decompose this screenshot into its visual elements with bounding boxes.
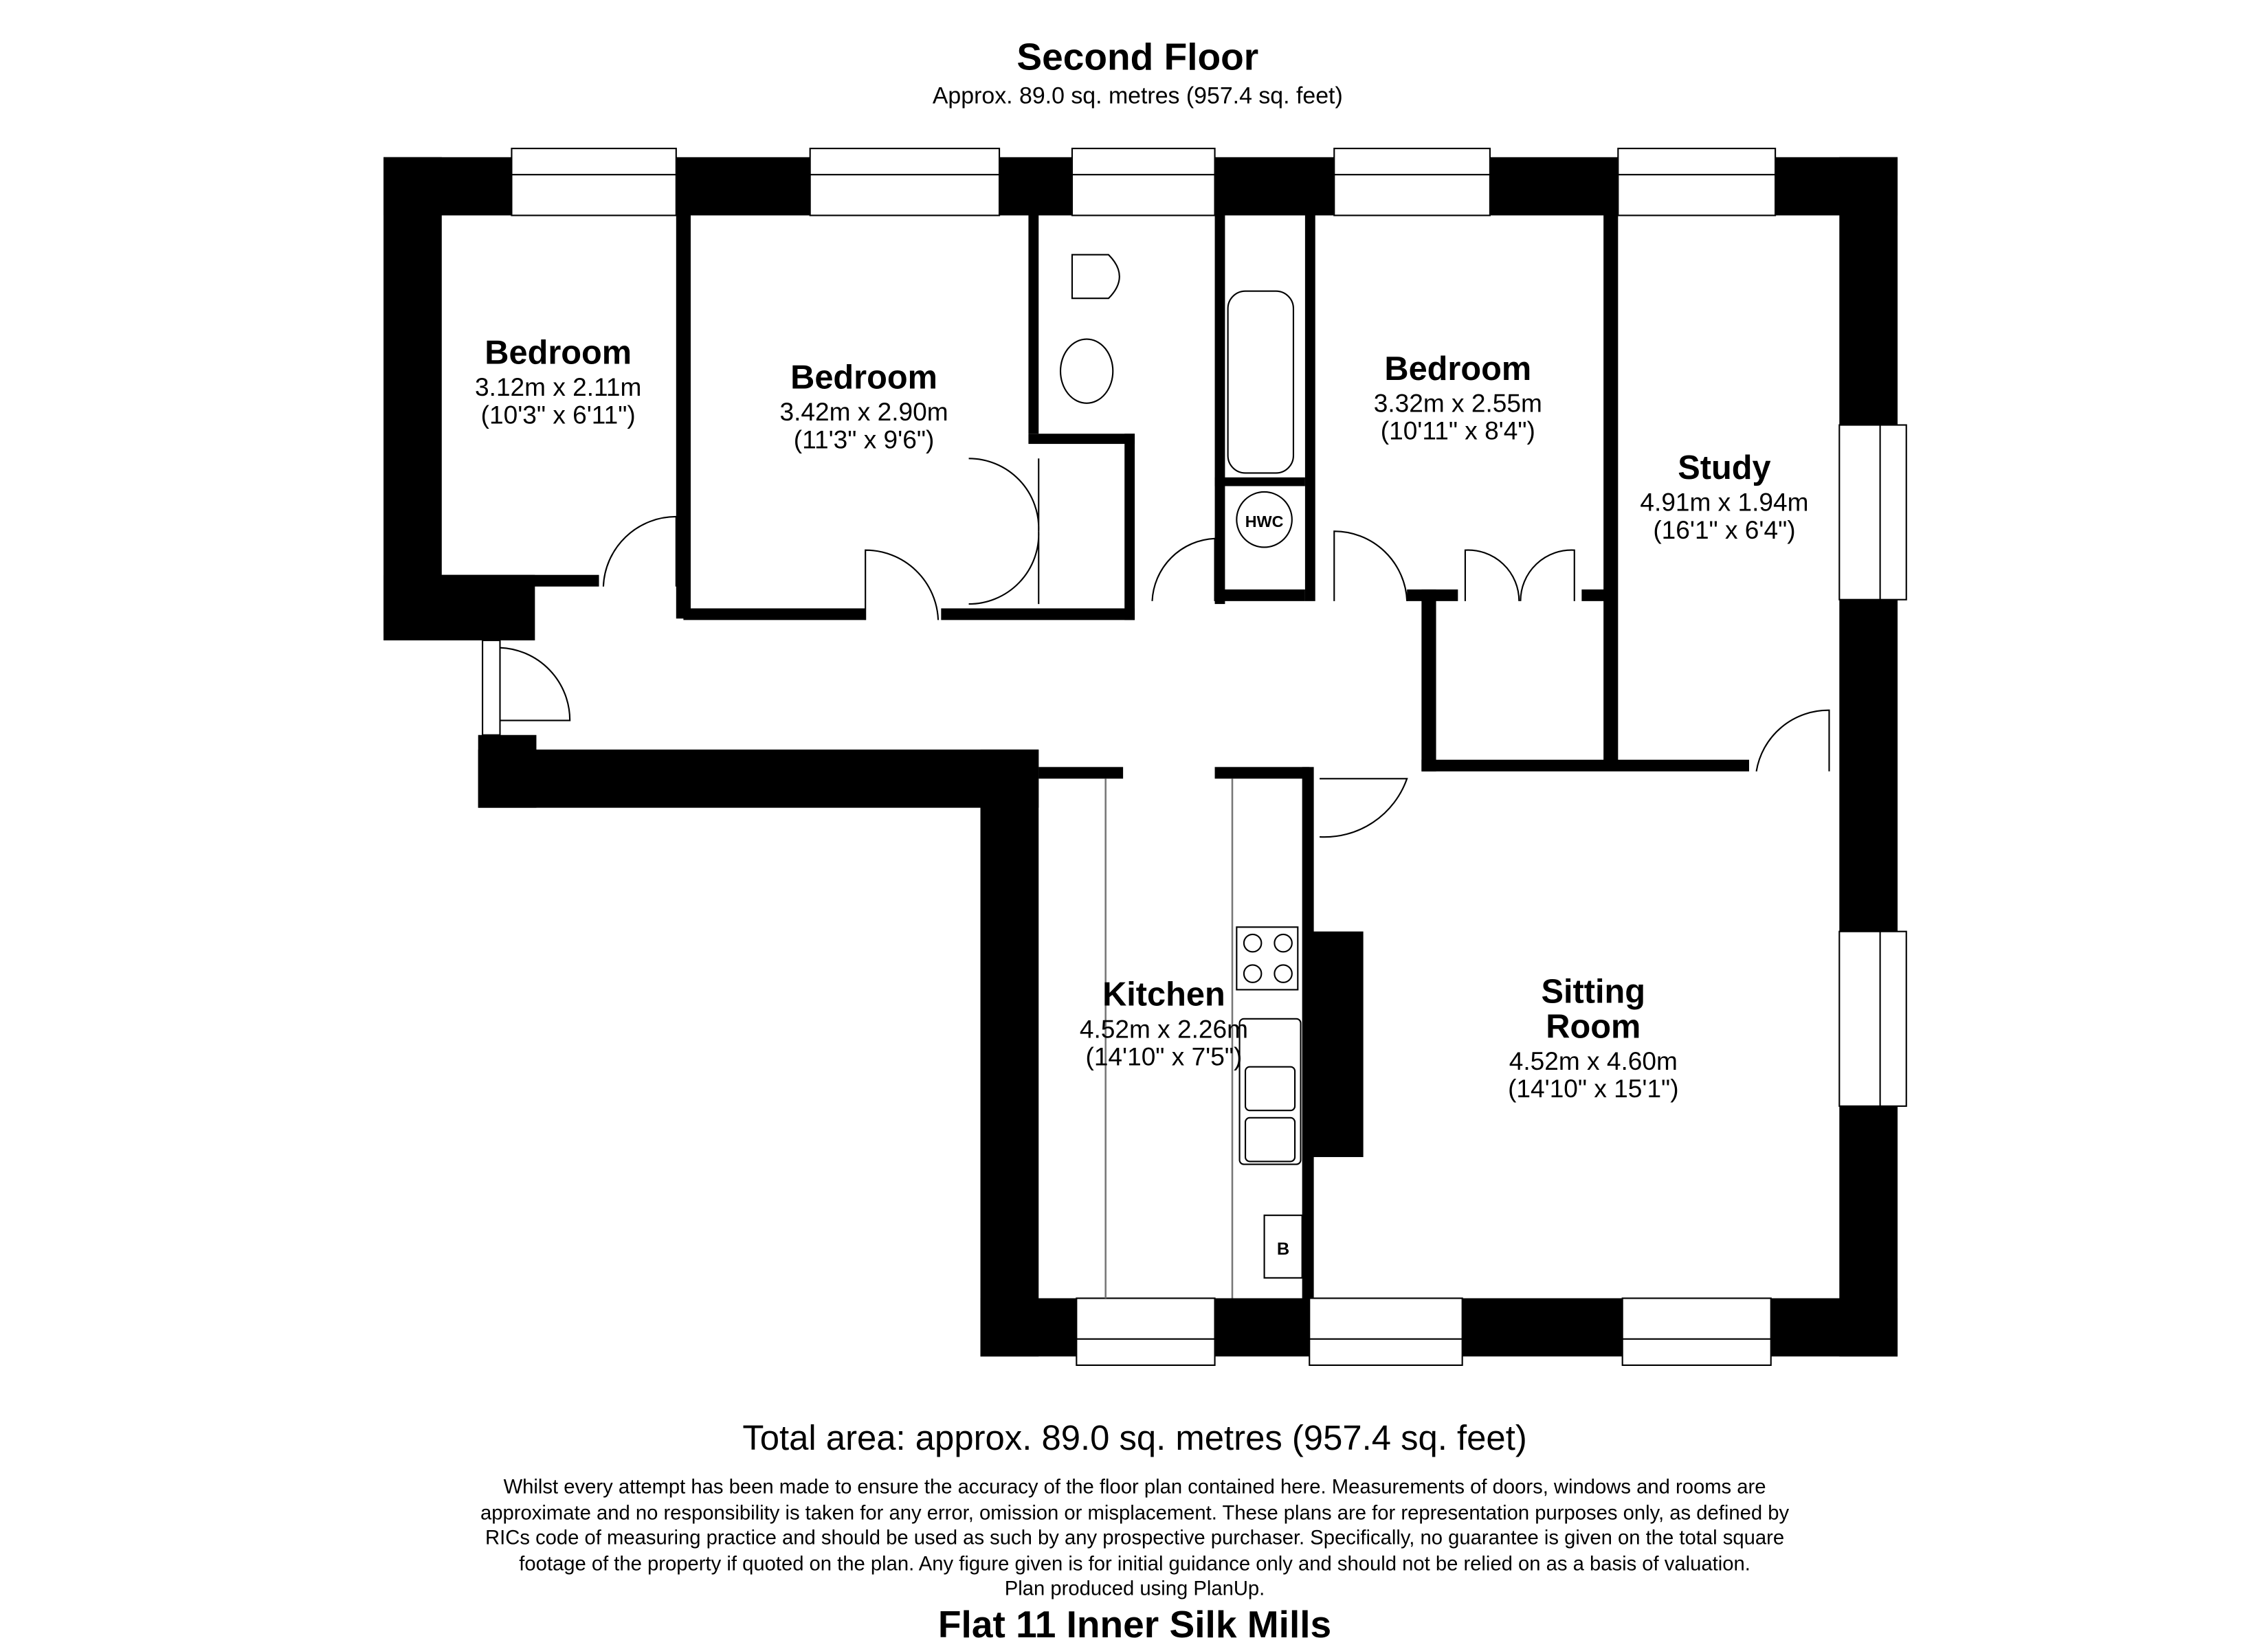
room-dimension: (14'10" x 15'1") <box>1508 1074 1678 1103</box>
room-name: Sitting <box>1542 973 1646 1010</box>
room-dimension: Whilst every attempt has been made to en… <box>504 1476 1766 1498</box>
room-name: Kitchen <box>1102 976 1225 1013</box>
windows <box>511 148 1907 1366</box>
property-name: Flat 11 Inner Silk Mills <box>938 1603 1331 1646</box>
room-dimension: 4.52m x 4.60m <box>1509 1046 1678 1075</box>
room-dimension: (10'11" x 8'4") <box>1381 416 1535 445</box>
room-dimension: 4.91m x 1.94m <box>1640 488 1808 517</box>
room-name: Bedroom <box>1384 350 1531 388</box>
boiler-box <box>1263 1214 1303 1279</box>
hot-water-cylinder-icon <box>1236 491 1293 548</box>
room-dimension: (14'10" x 7'5") <box>1085 1042 1242 1071</box>
room-dimension: footage of the property if quoted on the… <box>519 1553 1750 1575</box>
internal-walls <box>441 215 1749 1299</box>
room-labels: Bedroom 3.12m x 2.11m (10'3" x 6'11") Be… <box>475 335 1808 1103</box>
hwc-label: HWC <box>1245 513 1284 530</box>
room-dimension: (10'3" x 6'11") <box>481 400 636 429</box>
boiler-label: B <box>1277 1239 1289 1259</box>
total-area: Total area: approx. 89.0 sq. metres (957… <box>742 1418 1526 1457</box>
room-dimension: (16'1" x 6'4") <box>1653 515 1795 544</box>
room-dimension: 3.12m x 2.11m <box>475 372 641 401</box>
toilet-icon <box>1071 254 1120 300</box>
basin-icon <box>1059 338 1114 404</box>
room-name: Bedroom <box>790 359 937 396</box>
room-dimension: RICs code of measuring practice and shou… <box>485 1527 1784 1549</box>
kitchen-fixtures: B <box>1104 778 1303 1299</box>
room-name: Room <box>1546 1008 1641 1045</box>
room-dimension: (11'3" x 9'6") <box>794 425 935 453</box>
room-dimension: 3.42m x 2.90m <box>780 397 948 426</box>
floor-title: Second Floor <box>1016 36 1258 78</box>
room-name: Bedroom <box>485 335 632 372</box>
sink-icon <box>1238 1018 1302 1165</box>
room-dimension: 3.32m x 2.55m <box>1374 388 1542 417</box>
doors <box>482 458 1830 838</box>
room-dimension: Plan produced using PlanUp. <box>1005 1578 1265 1600</box>
bath-icon <box>1227 290 1295 474</box>
room-name: Study <box>1678 449 1770 486</box>
room-dimension: 4.52m x 2.26m <box>1080 1014 1248 1043</box>
room-dimension: approximate and no responsibility is tak… <box>480 1502 1789 1524</box>
floor-area-subtitle: Approx. 89.0 sq. metres (957.4 sq. feet) <box>933 82 1343 109</box>
hob-icon <box>1236 926 1299 991</box>
disclaimer: Whilst every attempt has been made to en… <box>480 1476 1789 1600</box>
bathroom-fixtures: HWC <box>1059 254 1295 548</box>
